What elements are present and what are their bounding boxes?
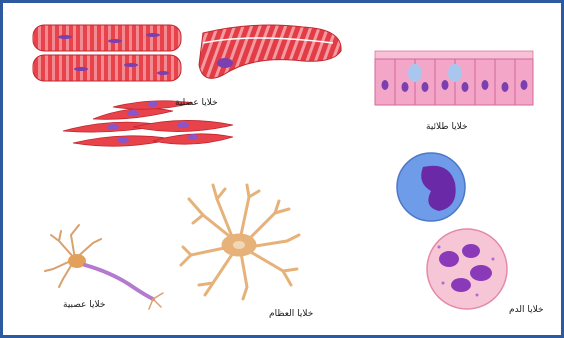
- label-muscle-cells: خلايا عضلية: [175, 98, 218, 108]
- label-nerve-cells: خلايا عصبية: [63, 300, 105, 310]
- label-epithelial-cells: خلايا طلائية: [426, 122, 468, 132]
- lymphocyte: [397, 153, 465, 221]
- label-blood-cells: خلايا الدم: [509, 305, 544, 315]
- neutrophil: [427, 229, 507, 309]
- epithelial-cells: [375, 51, 533, 105]
- label-bone-cells: خلايا العظام: [269, 309, 313, 319]
- skeletal-muscle-fibers: [33, 25, 181, 81]
- cardiac-muscle: [199, 25, 341, 78]
- bone-cell: [181, 185, 299, 299]
- cell-types-illustration: [3, 3, 561, 335]
- nerve-cell: [45, 225, 163, 309]
